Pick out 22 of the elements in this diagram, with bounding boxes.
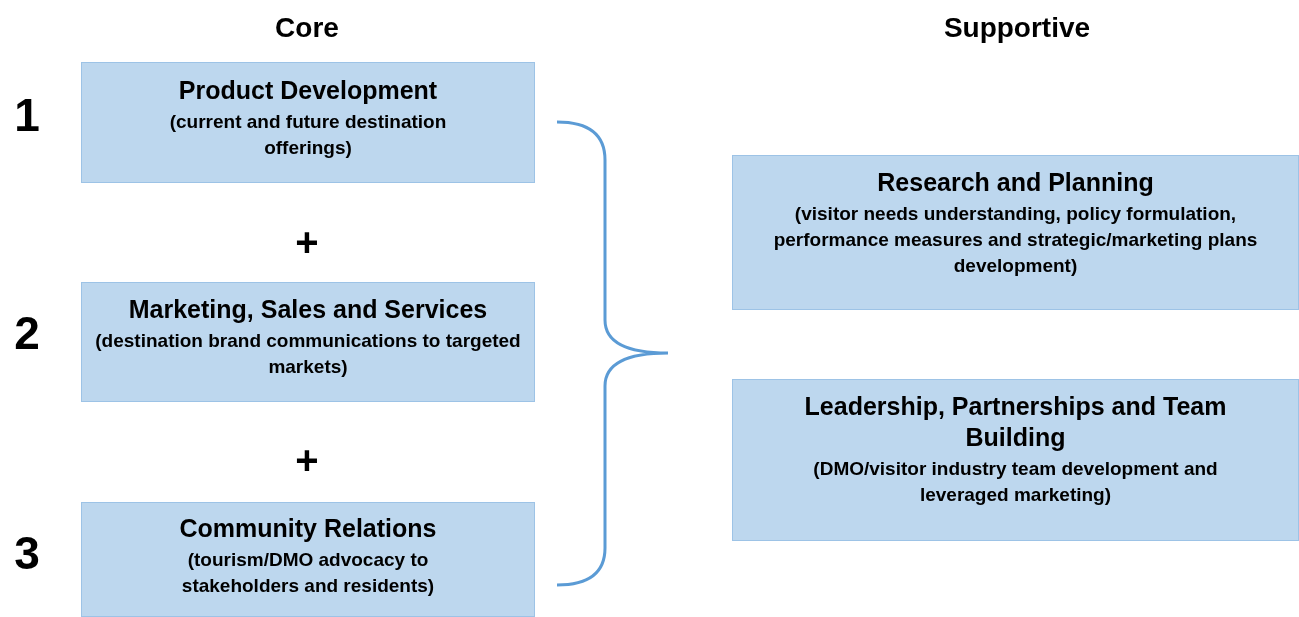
box-description: (current and future destination offerings) (168, 110, 448, 160)
plus-sign: + (295, 440, 319, 480)
box-title: Product Development (178, 75, 438, 106)
step-number: 1 (14, 92, 40, 138)
step-number: 3 (14, 530, 40, 576)
box-title: Research and Planning (877, 167, 1154, 198)
text-box (732, 379, 1299, 541)
column-heading: Core (275, 14, 339, 42)
step-number: 2 (14, 310, 40, 356)
box-title: Community Relations (179, 513, 437, 544)
text-box (732, 155, 1299, 310)
box-description: (destination brand communications to targeted markets) (94, 329, 522, 379)
text-box (81, 282, 535, 402)
text-box (81, 62, 535, 183)
box-description: (DMO/visitor industry team development and leveraged marketing) (812, 457, 1219, 507)
plus-sign: + (295, 222, 319, 262)
column-heading: Supportive (943, 14, 1091, 42)
box-description: (visitor needs understanding, policy formulation, performance measures and strategic/marketing plans development) (772, 202, 1259, 278)
box-title: Leadership, Partnerships and Team Building (803, 391, 1228, 453)
text-box (81, 502, 535, 617)
box-title: Marketing, Sales and Services (128, 294, 488, 325)
box-description: (tourism/DMO advocacy to stakeholders and residents) (180, 548, 436, 598)
